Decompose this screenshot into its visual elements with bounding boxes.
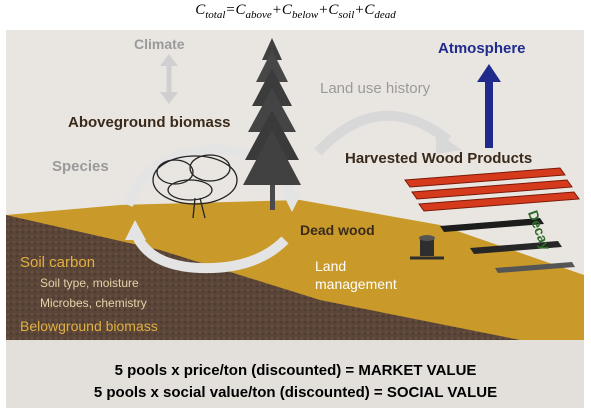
land-use-history-label: Land use history [320, 80, 431, 97]
bottom-band [6, 340, 584, 408]
cycle-arrow-upper-head [282, 192, 302, 212]
carbon-formula: Ctotal=Cabove+Cbelow+Csoil+Cdead [195, 2, 396, 21]
cycle-arrow-lower [130, 229, 289, 274]
pine-tree-icon [243, 38, 301, 210]
land-management-label-2: management [315, 276, 397, 292]
species-label: Species [52, 158, 109, 175]
belowground-biomass-label: Belowground biomass [20, 318, 158, 334]
atmosphere-label: Atmosphere [438, 40, 526, 57]
stump-icon [410, 235, 444, 260]
aboveground-biomass-label: Aboveground biomass [68, 114, 231, 131]
dead-wood-label: Dead wood [300, 222, 375, 238]
soil-carbon-label: Soil carbon [20, 254, 96, 271]
land-use-arrow [314, 110, 452, 156]
market-value-line: 5 pools x price/ton (discounted) = MARKE… [114, 362, 477, 379]
shrub-icon [152, 154, 238, 219]
social-value-line: 5 pools x social value/ton (discounted) … [93, 384, 498, 401]
climate-label: Climate [134, 36, 185, 52]
formula-lhs: C [195, 2, 206, 18]
land-management-label-1: Land [315, 258, 347, 274]
soil-wedge [6, 215, 520, 340]
microbes-label: Microbes, chemistry [40, 296, 147, 310]
atmosphere-arrow [477, 64, 501, 148]
cycle-arrow-lower-head [125, 220, 146, 240]
wood-planks [404, 167, 580, 273]
harvested-wood-products-label: Harvested Wood Products [345, 150, 533, 167]
climate-arrow [160, 54, 178, 104]
land-use-arrow-head [436, 132, 462, 154]
soil-type-label: Soil type, moisture [40, 276, 139, 290]
